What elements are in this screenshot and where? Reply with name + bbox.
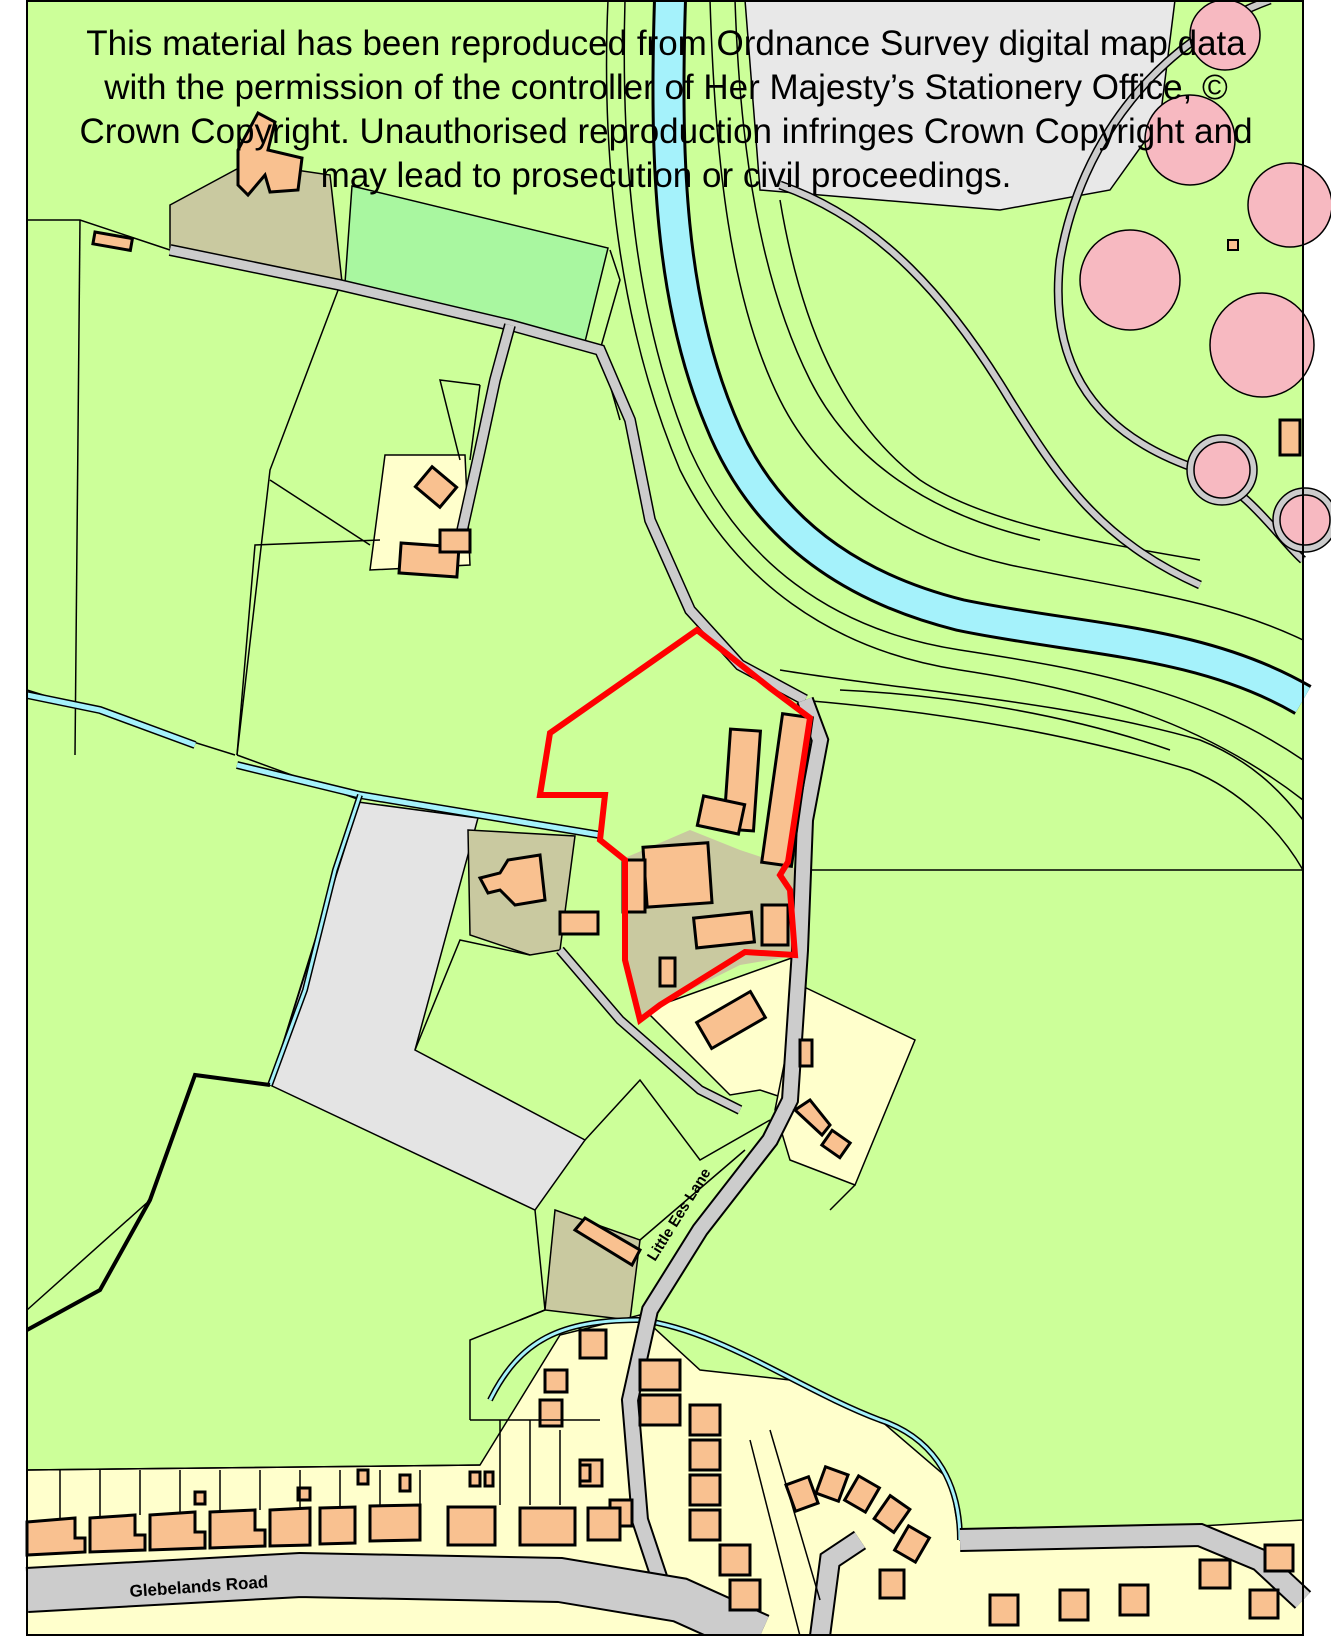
house	[1058, 1588, 1090, 1622]
house	[718, 1543, 752, 1577]
drain	[268, 794, 362, 1086]
drain	[26, 692, 196, 748]
embankment-line	[605, 0, 1304, 801]
outbuilding	[398, 1473, 412, 1493]
map-border	[26, 0, 1304, 1636]
embankment-line	[734, 0, 1041, 541]
storage-tank	[1247, 162, 1331, 248]
embankment-line	[779, 669, 1304, 821]
site-boundary	[536, 626, 814, 1026]
little-ees-lane	[622, 697, 828, 1583]
house-east	[792, 1097, 832, 1138]
barn-south	[572, 1216, 643, 1268]
brook	[488, 1318, 962, 1541]
house-south	[694, 989, 768, 1051]
house	[1118, 1583, 1150, 1617]
garden-east	[774, 983, 916, 1186]
house	[878, 1568, 906, 1600]
industrial-area	[744, 0, 1176, 211]
cul-de-sac	[959, 1524, 1310, 1608]
house	[1198, 1558, 1232, 1590]
storage-tank	[1193, 441, 1251, 499]
estate-road	[811, 1532, 865, 1638]
storage-tank	[1144, 94, 1236, 186]
river	[654, 0, 1311, 713]
house-west	[477, 853, 547, 907]
house	[872, 1493, 912, 1535]
storage-tank	[1209, 292, 1315, 398]
works-building	[1227, 239, 1239, 251]
shed	[695, 794, 747, 836]
house	[1263, 1543, 1295, 1573]
glebelands-road	[25, 1553, 769, 1641]
drive	[455, 323, 515, 541]
house	[688, 1508, 722, 1542]
shed	[760, 903, 790, 947]
garden-boundaries	[26, 1419, 821, 1637]
terrace-houses	[25, 1503, 622, 1557]
farm-track	[169, 245, 808, 704]
house	[413, 464, 459, 510]
house	[688, 1473, 722, 1507]
track	[557, 947, 742, 1114]
house-wing	[438, 528, 472, 554]
house	[814, 1464, 850, 1504]
outbuilding	[468, 1470, 482, 1488]
house	[543, 1368, 569, 1394]
outbuilding	[798, 1038, 814, 1068]
house	[538, 1398, 564, 1428]
house	[688, 1438, 722, 1472]
house-east-2	[819, 1128, 853, 1160]
house	[688, 1403, 722, 1437]
shed	[691, 910, 757, 950]
outbuilding	[193, 1490, 207, 1506]
outbuilding	[91, 230, 135, 253]
house	[988, 1593, 1020, 1627]
outbuilding	[578, 1463, 592, 1483]
storage-tank	[1079, 229, 1181, 331]
embankment-line	[799, 699, 1304, 871]
house	[578, 1328, 608, 1360]
barn	[641, 841, 714, 909]
farmhouse-north	[236, 110, 304, 198]
works-building	[1278, 418, 1302, 457]
embankment-line	[779, 199, 1201, 561]
house	[892, 1523, 932, 1565]
buildings	[91, 110, 1295, 1627]
outbuilding	[296, 1486, 312, 1502]
house	[638, 1393, 682, 1427]
outbuilding	[658, 956, 677, 988]
embankment-line	[623, 0, 1304, 761]
embankment-line	[839, 689, 1171, 751]
house	[1248, 1588, 1280, 1620]
barn	[760, 711, 814, 869]
house	[842, 1473, 882, 1515]
storage-tank	[1189, 0, 1261, 71]
garage	[558, 910, 600, 936]
drain	[26, 1072, 271, 1332]
outbuilding	[356, 1468, 370, 1486]
embankment-line	[709, 0, 1304, 641]
house	[728, 1578, 762, 1612]
outbuilding	[483, 1470, 495, 1488]
industrial-road	[779, 182, 1202, 588]
house	[638, 1358, 682, 1392]
storage-tank	[1279, 494, 1331, 546]
